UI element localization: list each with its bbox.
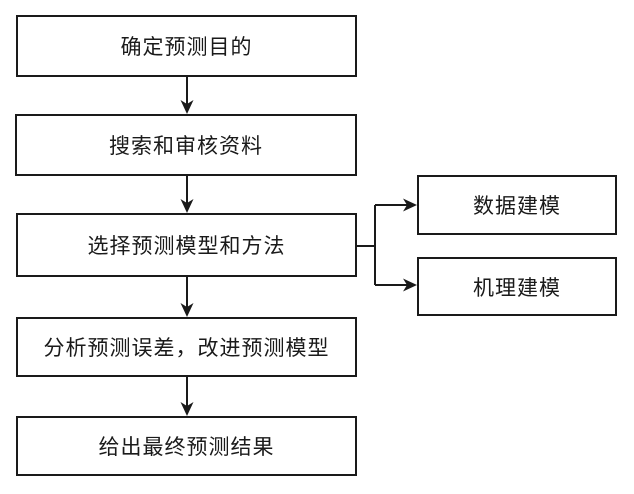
node-branch-data-label: 数据建模 xyxy=(473,195,561,218)
arrowhead-step3-step4 xyxy=(180,303,194,317)
node-step-3: 选择预测模型和方法 xyxy=(16,213,357,277)
arrowhead-step2-step3 xyxy=(180,199,194,213)
node-step-1-label: 确定预测目的 xyxy=(120,36,253,59)
arrowhead-branch-data xyxy=(403,198,417,212)
node-branch-data: 数据建模 xyxy=(417,175,617,235)
node-branch-mechanism: 机理建模 xyxy=(417,257,617,316)
arrowhead-step1-step2 xyxy=(180,100,194,114)
arrowhead-step4-step5 xyxy=(180,402,194,416)
node-step-5: 给出最终预测结果 xyxy=(16,416,357,476)
node-step-4-label: 分析预测误差，改进预测模型 xyxy=(43,337,330,360)
node-step-1: 确定预测目的 xyxy=(16,15,357,77)
node-step-2: 搜索和审核资料 xyxy=(15,114,357,176)
node-step-4: 分析预测误差，改进预测模型 xyxy=(16,317,357,377)
node-branch-mechanism-label: 机理建模 xyxy=(473,276,561,300)
node-step-2-label: 搜索和审核资料 xyxy=(109,135,263,158)
node-step-5-label: 给出最终预测结果 xyxy=(98,436,275,459)
node-step-3-label: 选择预测模型和方法 xyxy=(87,235,286,258)
arrowhead-branch-mechanism xyxy=(403,278,417,292)
